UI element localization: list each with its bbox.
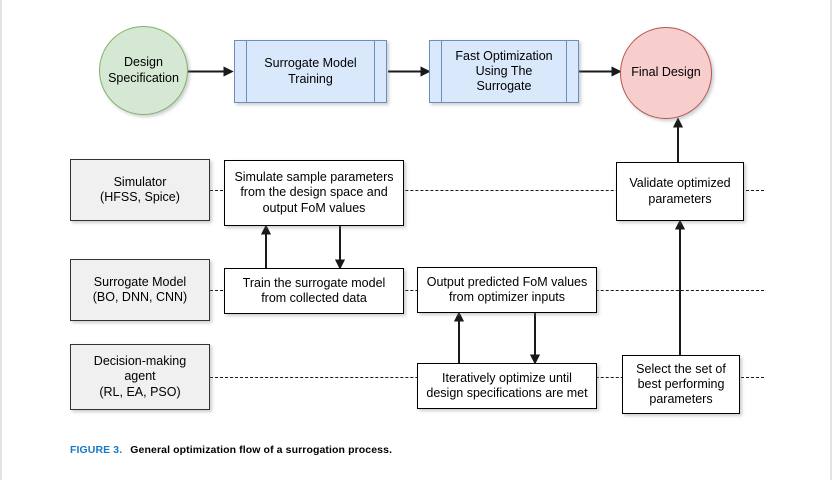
- lane-label-simulator[interactable]: Simulator (HFSS, Spice): [70, 159, 210, 221]
- process-rule-left: [246, 41, 247, 102]
- task-train-surrogate-model[interactable]: Train the surrogate model from collected…: [224, 268, 404, 314]
- task-output-predicted-fom[interactable]: Output predicted FoM values from optimiz…: [417, 267, 597, 313]
- process-rule-left: [441, 41, 442, 102]
- node-surrogate-model-training-label: Surrogate Model Training: [264, 56, 357, 86]
- process-rule-right: [566, 41, 567, 102]
- lane-label-surrogate-model[interactable]: Surrogate Model (BO, DNN, CNN): [70, 259, 210, 321]
- lane-rule-simulator: [210, 190, 764, 191]
- figure-caption: FIGURE 3. General optimization flow of a…: [70, 444, 392, 456]
- node-fast-optimization[interactable]: Fast Optimization Using The Surrogate: [429, 40, 579, 103]
- task-select-best-parameters[interactable]: Select the set of best performing parame…: [622, 355, 740, 414]
- figure-caption-text: General optimization flow of a surrogati…: [130, 444, 393, 456]
- figure-number: FIGURE 3.: [70, 444, 123, 456]
- node-fast-optimization-label: Fast Optimization Using The Surrogate: [455, 48, 553, 94]
- node-final-design[interactable]: Final Design: [620, 27, 712, 119]
- node-surrogate-model-training[interactable]: Surrogate Model Training: [234, 40, 387, 103]
- lane-label-decision-agent[interactable]: Decision-making agent (RL, EA, PSO): [70, 344, 210, 410]
- task-simulate-sample-parameters[interactable]: Simulate sample parameters from the desi…: [224, 160, 404, 226]
- node-design-specification[interactable]: Design Specification: [99, 26, 188, 115]
- task-validate-optimized-parameters[interactable]: Validate optimized parameters: [616, 162, 744, 221]
- process-rule-right: [374, 41, 375, 102]
- task-iteratively-optimize[interactable]: Iteratively optimize until design specif…: [417, 363, 597, 409]
